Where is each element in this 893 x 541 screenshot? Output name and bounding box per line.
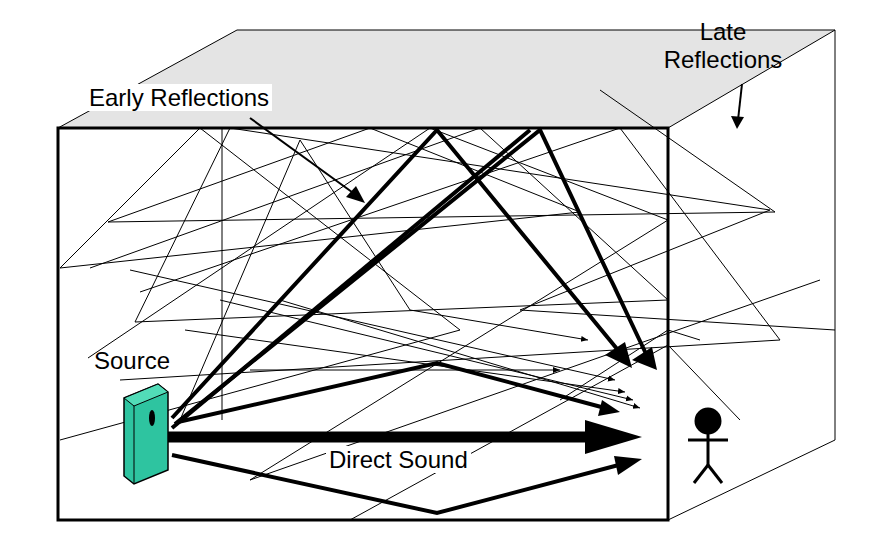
early-reflections-label: Early Reflections — [86, 84, 281, 112]
direct-sound-head — [585, 420, 642, 454]
direct-sound-label: Direct Sound — [326, 446, 479, 474]
room-front — [58, 128, 668, 520]
source-label: Source — [94, 347, 179, 375]
late-reflections-label: Late Reflections — [648, 18, 798, 73]
listener-figure — [688, 409, 728, 483]
early-reflection-heads — [598, 342, 657, 475]
leader-head — [731, 116, 744, 129]
early-reflection-rays — [172, 130, 648, 513]
direct-sound-arrow — [168, 432, 590, 443]
leader-head — [346, 186, 365, 203]
leader-lines — [250, 84, 742, 195]
room-edges — [222, 30, 835, 520]
late-reflection-rays — [60, 90, 835, 520]
speaker-symbol — [124, 384, 168, 484]
